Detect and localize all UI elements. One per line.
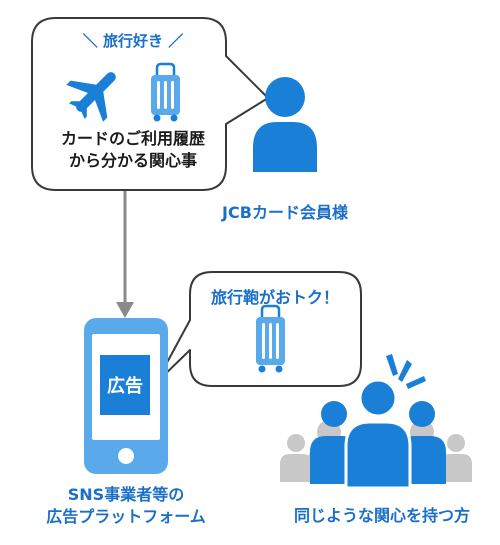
- airplane-icon: [66, 72, 116, 122]
- platform-caption-line2: 広告プラットフォーム: [46, 507, 206, 526]
- ad-label: 広告: [107, 376, 143, 397]
- people-group-icon: [280, 354, 472, 490]
- person-icon: [253, 77, 317, 172]
- suitcase-icon: [256, 304, 285, 373]
- suitcase-icon: [151, 62, 180, 122]
- ad-banner: [100, 355, 150, 415]
- ad-bubble-text: 旅行鞄がおトク！: [210, 288, 339, 307]
- interest-speech-bubble: [31, 17, 269, 191]
- member-label: JCBカード会員様: [222, 203, 348, 222]
- platform-caption: SNS事業者等の 広告プラットフォーム: [36, 484, 216, 528]
- usage-history-line2: から分かる関心事: [68, 151, 197, 170]
- usage-history-line1: カードのご利用履歴: [60, 129, 205, 148]
- crowd-label: 同じような関心を持つ方: [293, 506, 470, 525]
- interest-tag: ＼ 旅行好き ／: [82, 32, 184, 50]
- platform-caption-line1: SNS事業者等の: [67, 485, 185, 504]
- flow-arrow: [116, 188, 134, 318]
- usage-history-text: カードのご利用履歴 から分かる関心事: [44, 128, 222, 172]
